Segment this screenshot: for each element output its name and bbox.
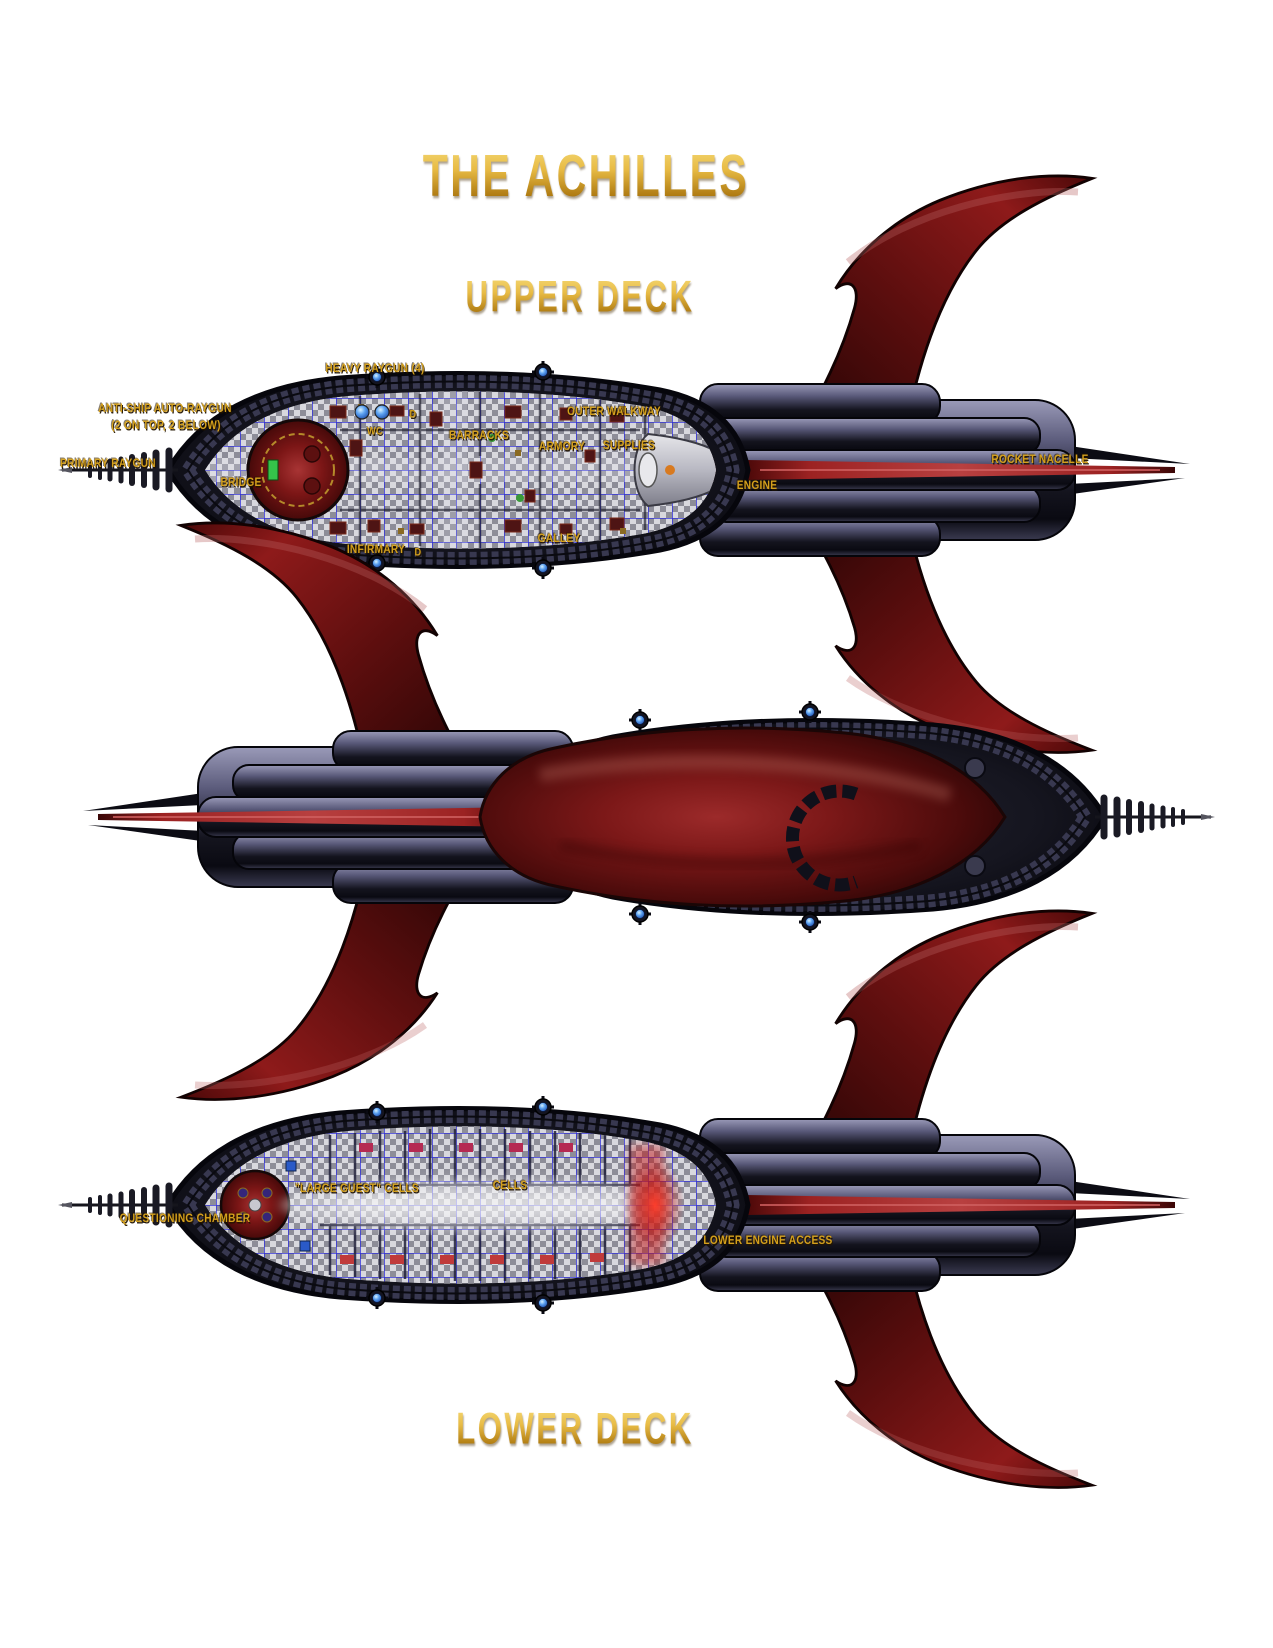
lower-deck-interior: [205, 1126, 716, 1284]
ship-title: THE ACHILLES: [422, 142, 750, 210]
lower-deck-heading: LOWER DECK: [456, 1404, 694, 1455]
label-barracks: BARRACKS: [448, 429, 510, 443]
label-door-marker-1: D: [409, 409, 417, 421]
label-primary-raygun: PRIMARY RAYGUN: [60, 457, 156, 471]
label-supplies: SUPPLIES: [602, 439, 656, 453]
label-bridge: BRIDGE: [220, 476, 262, 490]
label-lower-engine-access: LOWER ENGINE ACCESS: [703, 1234, 833, 1248]
bridge-viewport-arc: [785, 784, 859, 892]
lower-deck-ship: [58, 911, 1190, 1488]
label-galley: GALLEY: [537, 532, 581, 546]
red-top-deck: [478, 726, 1007, 908]
upper-deck-interior: [205, 391, 716, 549]
upper-deck-heading: UPPER DECK: [465, 272, 695, 323]
label-anti-ship-auto-raygun-count: (2 ON TOP, 2 BELOW): [111, 419, 221, 433]
label-heavy-raygun: HEAVY RAYGUN (4): [325, 362, 425, 376]
label-door-marker-2: D: [414, 547, 422, 559]
label-questioning-chamber: QUESTIONING CHAMBER: [119, 1212, 251, 1226]
label-rocket-nacelle: ROCKET NACELLE: [991, 453, 1089, 467]
label-large-guest-cells: "LARGE GUEST" CELLS: [295, 1182, 419, 1196]
label-wc: WC: [367, 426, 383, 438]
exterior-top-view-ship: [83, 523, 1215, 1100]
label-armory: ARMORY: [538, 440, 586, 454]
label-cells: CELLS: [492, 1179, 528, 1193]
label-outer-walkway: OUTER WALKWAY: [567, 405, 661, 419]
label-infirmary: INFIRMARY: [346, 543, 406, 557]
upper-deck-ship: [58, 176, 1190, 753]
label-engine: ENGINE: [736, 479, 778, 493]
label-anti-ship-auto-raygun: ANTI-SHIP AUTO-RAYGUN: [98, 402, 232, 416]
